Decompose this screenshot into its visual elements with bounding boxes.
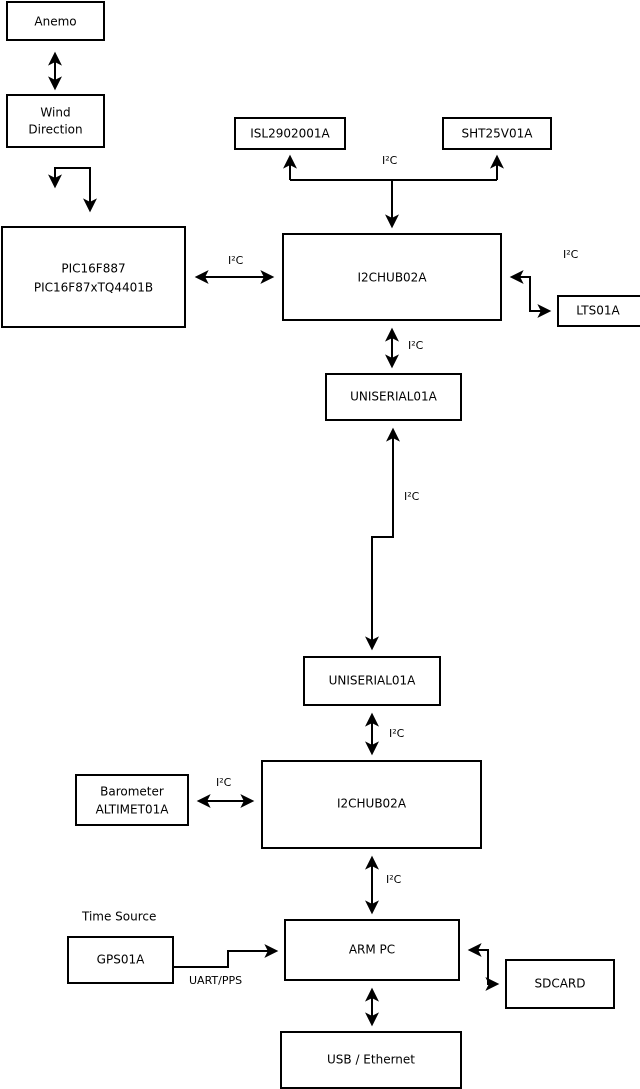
free-labels-layer: Time Source: [81, 910, 156, 924]
node-anemo[interactable]: Anemo: [6, 1, 105, 41]
node-sht25v01a-box[interactable]: [442, 117, 552, 150]
node-arm-pc[interactable]: ARM PC: [284, 919, 460, 981]
node-uniserial01a-lower-label: UNISERIAL01A: [329, 674, 417, 688]
node-barometer-label-line2: ALTIMET01A: [96, 803, 170, 817]
node-uniserial01a-lower[interactable]: UNISERIAL01A: [303, 656, 441, 706]
edge-label-i2c-barometer: I²C: [216, 776, 232, 789]
node-i2chub02a-bottom-box[interactable]: [261, 760, 482, 849]
node-gps01a[interactable]: GPS01A: [67, 936, 174, 984]
node-usb-ethernet[interactable]: USB / Ethernet: [280, 1031, 462, 1089]
node-uniserial01a-upper-box[interactable]: [325, 373, 462, 421]
node-isl2902001a[interactable]: ISL2902001A: [234, 117, 346, 150]
node-sdcard[interactable]: SDCARD: [505, 959, 615, 1009]
edge-uniserial-link-down: [365, 430, 394, 651]
edge-pic-wind: [48, 167, 97, 213]
node-anemo-box[interactable]: [6, 1, 105, 41]
node-pic-mcu[interactable]: PIC16F887 PIC16F87xTQ4401B: [1, 226, 186, 328]
node-i2chub02a-bottom[interactable]: I2CHUB02A: [261, 760, 482, 849]
edge-label-i2c-hub-armpc: I²C: [386, 873, 402, 886]
node-uniserial01a-lower-box[interactable]: [303, 656, 441, 706]
node-lts01a-label: LTS01A: [576, 304, 620, 318]
node-usb-ethernet-box[interactable]: [280, 1031, 462, 1089]
node-i2chub02a-bottom-label: I2CHUB02A: [337, 797, 407, 811]
node-sdcard-label: SDCARD: [534, 977, 585, 991]
node-barometer-altimet01a-box[interactable]: [75, 774, 189, 826]
node-barometer-label-line1: Barometer: [100, 785, 164, 799]
node-wind-direction-box[interactable]: [6, 94, 105, 148]
node-anemo-label: Anemo: [34, 15, 76, 29]
node-pic-mcu-box[interactable]: [1, 226, 186, 328]
node-isl2902001a-box[interactable]: [234, 117, 346, 150]
edge-uniserial-link-up: [371, 427, 400, 648]
node-pic-mcu-label-line1: PIC16F887: [61, 262, 125, 276]
edge-label-uart-pps: UART/PPS: [189, 974, 242, 987]
node-i2chub02a-top[interactable]: I2CHUB02A: [282, 233, 502, 321]
label-time-source: Time Source: [81, 910, 156, 924]
node-arm-pc-box[interactable]: [284, 919, 460, 981]
node-pic-mcu-label-line2: PIC16F87xTQ4401B: [34, 281, 153, 295]
edge-hubtop-lts: [509, 270, 552, 318]
node-i2chub02a-top-label: I2CHUB02A: [357, 271, 427, 285]
node-usb-ethernet-label: USB / Ethernet: [327, 1053, 415, 1067]
edges-layer: [48, 51, 552, 1027]
node-uniserial01a-upper-label: UNISERIAL01A: [350, 390, 438, 404]
node-i2chub02a-top-box[interactable]: [282, 233, 502, 321]
edge-label-i2c-top-fanout: I²C: [382, 154, 398, 167]
node-sht25v01a[interactable]: SHT25V01A: [442, 117, 552, 150]
node-lts01a-box[interactable]: [557, 295, 640, 327]
edge-label-i2c-uniserial-hub: I²C: [389, 727, 405, 740]
node-barometer-altimet01a[interactable]: Barometer ALTIMET01A: [75, 774, 189, 826]
node-arm-pc-label: ARM PC: [349, 943, 395, 957]
edge-gps-armpc: [173, 944, 279, 968]
edge-labels-layer: I²C I²C I²C I²C I²C I²C I²C I²C UART/PPS: [189, 154, 579, 987]
edge-armpc-sdcard: [467, 943, 500, 991]
node-gps01a-box[interactable]: [67, 936, 174, 984]
node-uniserial01a-upper[interactable]: UNISERIAL01A: [325, 373, 462, 421]
node-gps01a-label: GPS01A: [97, 953, 145, 967]
edge-label-i2c-uniserial-link: I²C: [404, 490, 420, 503]
edge-label-i2c-hub-lts: I²C: [563, 248, 579, 261]
node-wind-direction-label-line1: Wind: [40, 106, 70, 120]
node-sht25v01a-label: SHT25V01A: [462, 127, 534, 141]
edge-label-i2c-pic-hub: I²C: [228, 254, 244, 267]
node-isl2902001a-label: ISL2902001A: [250, 127, 330, 141]
node-wind-direction-label-line2: Direction: [28, 123, 82, 137]
node-lts01a[interactable]: LTS01A: [557, 295, 640, 327]
node-sdcard-box[interactable]: [505, 959, 615, 1009]
node-wind-direction[interactable]: Wind Direction: [6, 94, 105, 148]
edge-label-i2c-hub-uniserial: I²C: [408, 339, 424, 352]
